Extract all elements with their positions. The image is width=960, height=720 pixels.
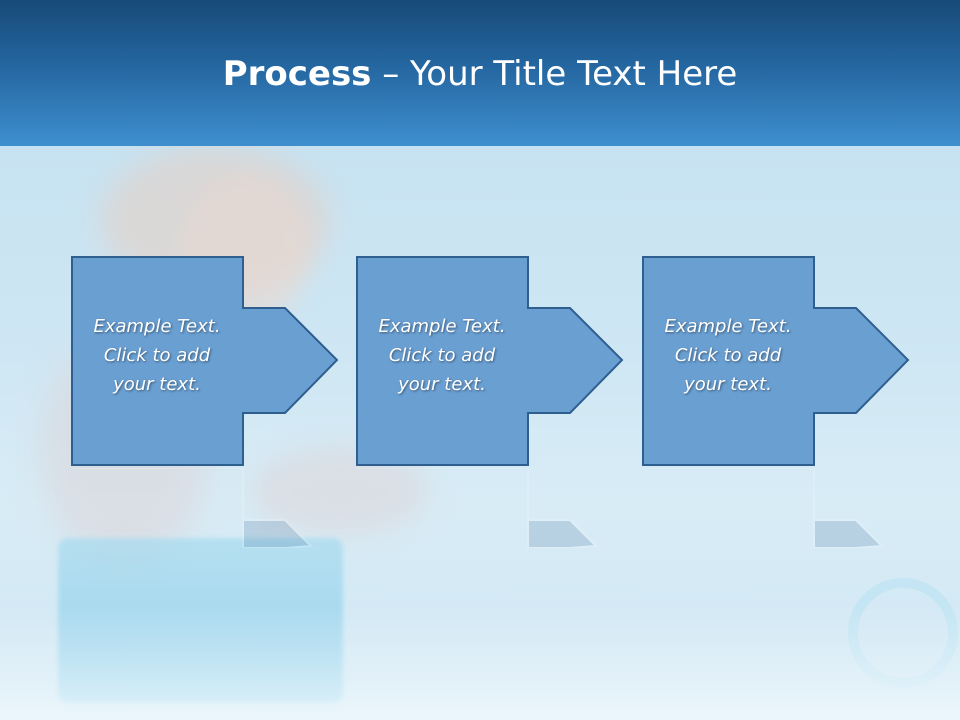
title-rest: – Your Title Text Here <box>371 54 738 94</box>
title-bar: Process – Your Title Text Here <box>0 0 960 146</box>
process-step-3[interactable]: Example Text. Click to add your text. <box>642 256 912 468</box>
photo-paper <box>0 606 960 720</box>
title-bold: Process <box>222 54 372 94</box>
step-reflection <box>643 468 885 548</box>
process-step-1[interactable]: Example Text. Click to add your text. <box>71 256 341 468</box>
step-reflection <box>357 468 599 548</box>
arrow-box-shape <box>642 256 910 466</box>
step-text[interactable]: Example Text. Click to add your text. <box>93 316 221 395</box>
arrow-box-shape <box>356 256 624 466</box>
slide-title[interactable]: Process – Your Title Text Here <box>0 52 960 96</box>
process-step-2[interactable]: Example Text. Click to add your text. <box>356 256 626 468</box>
arrow-box-shape <box>71 256 339 466</box>
step-text[interactable]: Example Text. Click to add your text. <box>664 316 792 395</box>
step-reflection <box>72 468 314 548</box>
step-text[interactable]: Example Text. Click to add your text. <box>378 316 506 395</box>
